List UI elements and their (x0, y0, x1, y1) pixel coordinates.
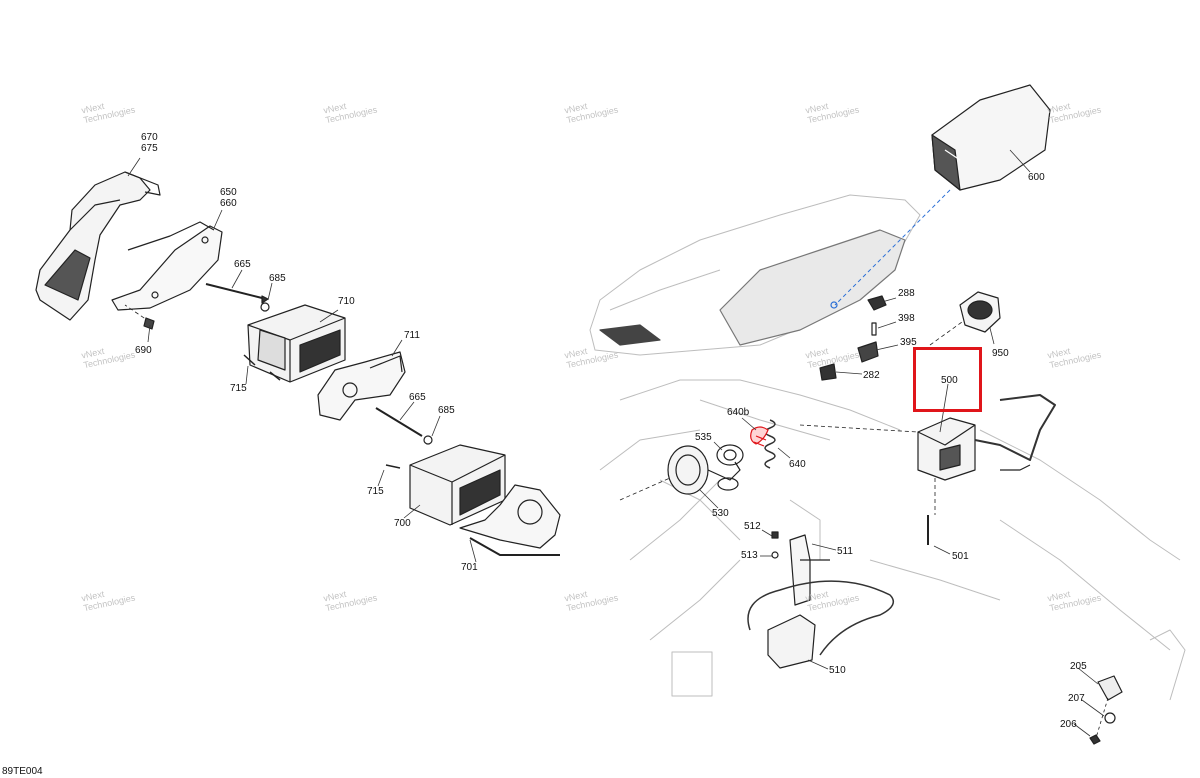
selected-part-highlight (913, 347, 982, 412)
spring-640-part (764, 419, 776, 469)
callout-510[interactable]: 510 (829, 665, 846, 676)
callout-650[interactable]: 650 (220, 187, 237, 198)
callout-710[interactable]: 710 (338, 296, 355, 307)
callout-950[interactable]: 950 (992, 348, 1009, 359)
clip-640b-part (750, 426, 769, 447)
callout-511[interactable]: 511 (837, 546, 853, 557)
callout-690[interactable]: 690 (135, 345, 152, 356)
module-710-part (247, 304, 346, 383)
cap-600-part (931, 84, 1051, 191)
callout-600[interactable]: 600 (1028, 172, 1045, 183)
sensor-510-part (747, 580, 895, 669)
bracket-711-part (317, 351, 406, 421)
callout-660[interactable]: 660 (220, 198, 237, 209)
bracket-701-part (459, 484, 561, 556)
callout-685[interactable]: 685 (438, 405, 455, 416)
callout-206[interactable]: 206 (1060, 719, 1077, 730)
bracket-650-part (111, 221, 223, 311)
callout-701[interactable]: 701 (461, 562, 478, 573)
lock-530-part (667, 445, 741, 495)
callout-685[interactable]: 685 (269, 273, 286, 284)
bracket-670-part (35, 171, 161, 321)
module-700-part (409, 444, 506, 526)
callout-675[interactable]: 675 (141, 143, 158, 154)
callout-398[interactable]: 398 (898, 313, 915, 324)
bracket-511-part (789, 534, 830, 606)
callout-513[interactable]: 513 (741, 550, 758, 561)
leader-lines (127, 149, 1105, 737)
callout-207[interactable]: 207 (1068, 693, 1085, 704)
callout-512[interactable]: 512 (744, 521, 761, 532)
callout-670[interactable]: 670 (141, 132, 158, 143)
callout-715[interactable]: 715 (367, 486, 384, 497)
callout-282[interactable]: 282 (863, 370, 880, 381)
callout-288[interactable]: 288 (898, 288, 915, 299)
callout-700[interactable]: 700 (394, 518, 411, 529)
callout-711[interactable]: 711 (404, 330, 420, 341)
callout-535[interactable]: 535 (695, 432, 712, 443)
callout-501[interactable]: 501 (952, 551, 969, 562)
callout-715[interactable]: 715 (230, 383, 247, 394)
callout-395[interactable]: 395 (900, 337, 917, 348)
ignition-500-part (917, 394, 1056, 481)
callout-500[interactable]: 500 (941, 375, 958, 386)
callout-530[interactable]: 530 (712, 508, 729, 519)
callout-640[interactable]: 640 (789, 459, 806, 470)
callout-640b[interactable]: 640b (727, 407, 750, 418)
vehicle-frame-outline (589, 194, 1186, 701)
drawing-code: 89TE004 (2, 766, 43, 777)
callout-205[interactable]: 205 (1070, 661, 1087, 672)
callout-665[interactable]: 665 (409, 392, 426, 403)
callout-665[interactable]: 665 (234, 259, 251, 270)
switch-950-part (959, 291, 1001, 333)
